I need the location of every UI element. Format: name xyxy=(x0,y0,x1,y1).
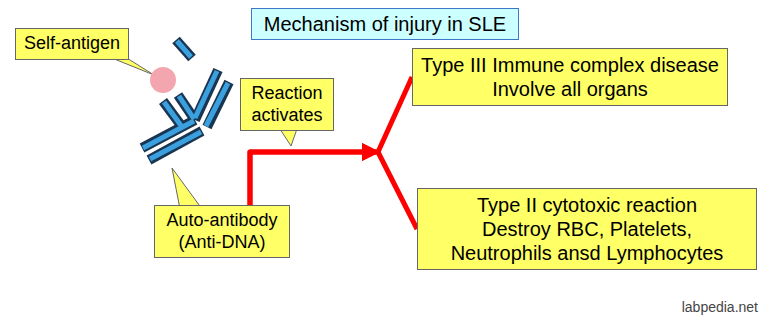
callout-pointer xyxy=(172,168,202,209)
box-text: Auto-antibody (Anti-DNA) xyxy=(163,210,281,253)
box-text: Destroy RBC, Platelets, Neutrophils ansd… xyxy=(442,217,732,265)
box-text: Involve all organs xyxy=(421,77,719,101)
antibody-chain xyxy=(143,41,228,159)
title-text: Mechanism of injury in SLE xyxy=(264,12,506,36)
callout-box: Self-antigen xyxy=(15,28,129,60)
box-text: Reaction activates xyxy=(249,83,325,126)
callout-box: Type III Immune complex diseaseInvolve a… xyxy=(412,48,728,106)
callout-box: Auto-antibody (Anti-DNA) xyxy=(154,205,290,258)
callout-box: Reaction activates xyxy=(240,78,334,131)
title-box: Mechanism of injury in SLE xyxy=(251,8,519,40)
antigen-circle xyxy=(150,67,176,93)
arrow-head xyxy=(362,143,380,161)
antibody-outline xyxy=(142,40,229,160)
box-text: Type II cytotoxic reaction xyxy=(426,193,748,217)
box-text: Self-antigen xyxy=(24,33,120,55)
arrow-head xyxy=(362,143,380,161)
box-text: Type III Immune complex disease xyxy=(421,53,719,77)
callout-box: Type II cytotoxic reactionDestroy RBC, P… xyxy=(417,188,757,270)
watermark: labpedia.net xyxy=(682,299,758,315)
